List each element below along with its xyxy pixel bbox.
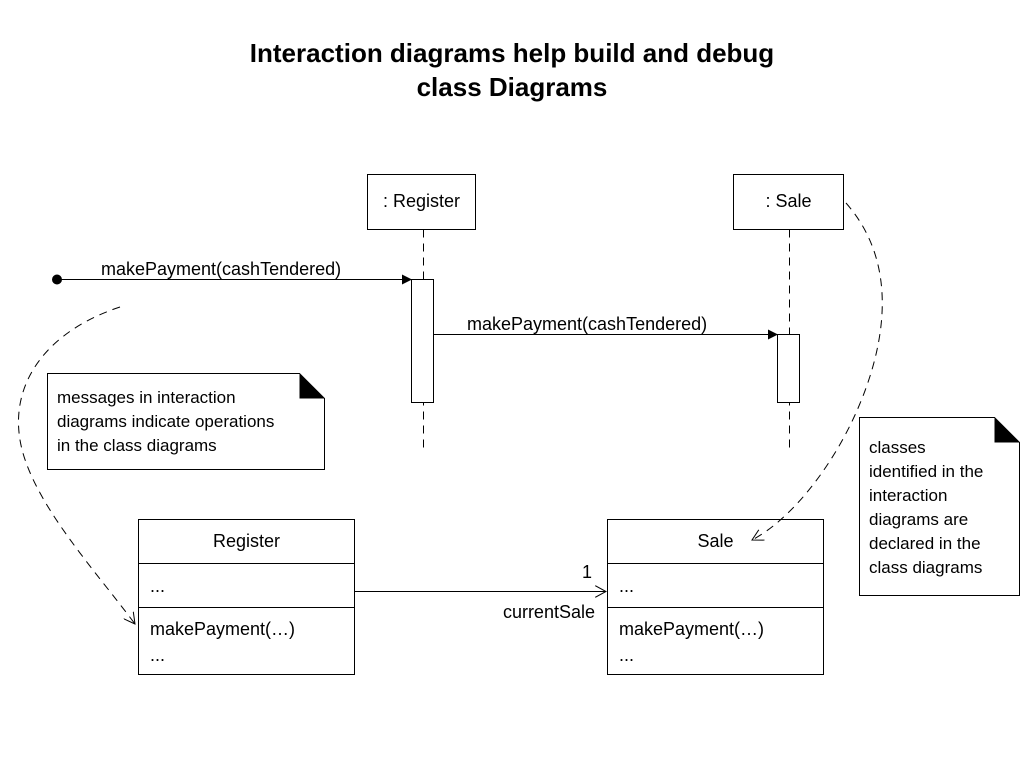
note-messages-corner	[299, 373, 325, 399]
class-sale-operation-2: ...	[619, 645, 634, 665]
lifeline-sale: : Sale	[733, 174, 844, 448]
note-classes-line-6: class diagrams	[869, 558, 983, 577]
class-register-operation-1: makePayment(…)	[150, 619, 295, 639]
note-classes-text: classes identified in the interaction di…	[869, 436, 1017, 580]
message-found: makePayment(cashTendered)	[52, 259, 412, 285]
title-line-1: Interaction diagrams help build and debu…	[249, 38, 775, 68]
note-classes-line-4: diagrams are	[869, 510, 969, 529]
note-messages	[47, 373, 325, 470]
message-register-to-sale: makePayment(cashTendered)	[433, 314, 778, 340]
dependency-lifeline-to-class	[752, 202, 883, 540]
class-register-box	[138, 519, 355, 675]
association-register-sale: 1 currentSale	[354, 562, 607, 622]
association-role: currentSale	[503, 602, 595, 622]
note-messages-frame	[47, 373, 325, 470]
activation-sale	[777, 334, 800, 403]
lifeline-sale-box	[733, 174, 844, 230]
note-messages-line-3: in the class diagrams	[57, 436, 217, 455]
class-register-operation-2: ...	[150, 645, 165, 665]
lifeline-sale-label: : Sale	[765, 191, 811, 211]
class-register: Register ... makePayment(…) ...	[138, 519, 355, 675]
message-register-to-sale-label: makePayment(cashTendered)	[467, 314, 707, 334]
class-sale-attributes: ...	[619, 576, 634, 596]
lifeline-register: : Register	[367, 174, 476, 448]
class-sale-operation-1: makePayment(…)	[619, 619, 764, 639]
found-message-label: makePayment(cashTendered)	[101, 259, 341, 279]
dependency-message-to-operation	[18, 306, 135, 624]
note-messages-text: messages in interaction diagrams indicat…	[57, 386, 319, 458]
note-classes-corner	[994, 417, 1020, 443]
class-sale: Sale ... makePayment(…) ...	[607, 519, 824, 675]
note-classes	[859, 417, 1020, 596]
note-messages-line-2: diagrams indicate operations	[57, 412, 275, 431]
title-line-2: class Diagrams	[416, 72, 608, 102]
lifeline-register-label: : Register	[383, 191, 460, 211]
activation-register	[411, 279, 434, 403]
note-classes-line-5: declared in the	[869, 534, 981, 553]
note-classes-frame	[859, 417, 1020, 596]
class-sale-box	[607, 519, 824, 675]
class-sale-name: Sale	[697, 531, 733, 551]
lifeline-register-box	[367, 174, 476, 230]
note-messages-line-1: messages in interaction	[57, 388, 236, 407]
note-classes-line-1: classes	[869, 438, 926, 457]
note-classes-line-2: identified in the	[869, 462, 984, 481]
note-classes-line-3: interaction	[869, 486, 948, 505]
class-register-attributes: ...	[150, 576, 165, 596]
association-multiplicity: 1	[582, 562, 592, 582]
class-register-name: Register	[213, 531, 280, 551]
page-title: Interaction diagrams help build and debu…	[0, 36, 1024, 104]
